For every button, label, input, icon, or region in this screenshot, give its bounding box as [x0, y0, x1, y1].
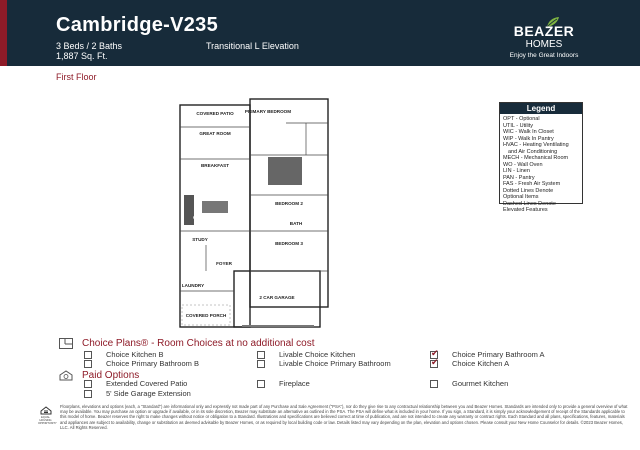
label-study: STUDY — [192, 237, 208, 242]
legend-list: OPT - Optional UTIL - Utility WIC - Walk… — [500, 114, 582, 216]
legend-item: LIN - Linen — [503, 168, 530, 174]
kitchen-counter — [184, 195, 194, 225]
paid-options-heading: Paid Options — [82, 370, 140, 381]
label-bedroom-3: BEDROOM 3 — [275, 241, 303, 246]
checkbox[interactable] — [84, 350, 92, 359]
floor-plan: COVERED PATIO GREAT ROOM BREAKFAST CHOIC… — [179, 98, 329, 328]
legend-item: OPT - Optional — [503, 116, 540, 122]
beds-baths: 3 Beds / 2 Baths — [56, 41, 123, 51]
primary-bath-shade — [268, 157, 302, 185]
brand-subname: HOMES — [525, 39, 563, 50]
floor-label: First Floor — [56, 72, 97, 82]
paid-item-2[interactable]: Gourmet Kitchen — [430, 379, 508, 388]
checkbox[interactable] — [430, 379, 438, 388]
legal-disclaimer: Floorplans, elevations and options (each… — [60, 404, 628, 430]
label-foyer: FOYER — [216, 261, 233, 266]
label-choice-kitchen: CHOICE KITCHEN A — [193, 215, 238, 220]
kitchen-island — [202, 201, 228, 213]
legend-item: WO - Wall Oven — [503, 161, 543, 168]
brand-tagline: Enjoy the Great Indoors — [509, 52, 579, 59]
choice-item-0[interactable]: Choice Kitchen B — [84, 350, 164, 359]
choice-item-3[interactable]: Choice Primary Bathroom B — [84, 359, 199, 368]
checkbox-checked[interactable]: ✔ — [430, 356, 439, 368]
choice-item-1[interactable]: Livable Choice Kitchen — [257, 350, 355, 359]
label-covered-patio: COVERED PATIO — [196, 111, 234, 116]
legend-item: Dotted Lines Denote — [503, 187, 554, 194]
legend-item: WIP - Walk In Pantry — [503, 135, 554, 142]
checkbox[interactable] — [257, 379, 265, 388]
plan-title: Cambridge-V235 — [56, 14, 219, 36]
brand-logo: BEAZER HOMES Enjoy the Great Indoors — [494, 13, 594, 59]
brand-name: BEAZER — [513, 23, 575, 39]
checkmark-icon: ✔ — [431, 356, 439, 367]
choice-item-2[interactable]: ✔Choice Primary Bathroom A — [430, 347, 545, 359]
header-banner: Cambridge-V235 3 Beds / 2 Baths 1,887 Sq… — [0, 0, 640, 66]
label-covered-porch: COVERED PORCH — [186, 313, 227, 318]
legend-item: Optional Items — [503, 194, 539, 200]
choice-plans-heading: Choice Plans® - Room Choices at no addit… — [82, 338, 315, 349]
legend-item: Dashed Lines Denote — [503, 200, 556, 207]
checkbox[interactable] — [84, 379, 92, 388]
choice-item-5[interactable]: ✔Choice Kitchen A — [430, 356, 510, 368]
label-breakfast: BREAKFAST — [201, 163, 229, 168]
checkbox[interactable] — [257, 359, 265, 368]
legend-item: and Air Conditioning — [508, 148, 558, 155]
legend-item: Elevated Features — [503, 207, 548, 213]
label-garage: 2 CAR GARAGE — [259, 295, 294, 300]
checkbox[interactable] — [84, 359, 92, 368]
checkbox[interactable] — [257, 350, 265, 359]
legend-box: Legend OPT - Optional UTIL - Utility WIC… — [499, 102, 583, 213]
checkbox-checked[interactable]: ✔ — [430, 347, 439, 359]
equal-housing-logo: EQUAL HOUSING OPPORTUNITY — [38, 406, 57, 426]
legend-item: PAN - Pantry — [503, 174, 535, 181]
label-laundry: LAUNDRY — [182, 283, 204, 288]
label-primary-bedroom: PRIMARY BEDROOM — [245, 109, 291, 114]
legend-item: MECH - Mechanical Room — [503, 155, 569, 161]
paid-item-3[interactable]: 5' Side Garage Extension — [84, 389, 191, 398]
checkbox[interactable] — [84, 389, 92, 398]
square-footage: 1,887 Sq. Ft. — [56, 51, 108, 61]
legend-item: UTIL - Utility — [503, 122, 534, 129]
label-great-room: GREAT ROOM — [199, 131, 230, 136]
brand-leaf-icon — [546, 17, 559, 28]
choice-item-4[interactable]: Livable Choice Primary Bathroom — [257, 359, 391, 368]
checkmark-icon: ✔ — [431, 347, 439, 358]
legend-item: WIC - Walk In Closet — [503, 129, 554, 135]
right-wing-outline — [249, 98, 329, 308]
equal-housing-icon — [40, 406, 51, 415]
legend-item: FAS - Fresh Air System — [503, 181, 561, 187]
label-bedroom-2: BEDROOM 2 — [275, 201, 303, 206]
paid-item-1[interactable]: Fireplace — [257, 379, 310, 388]
legend-title: Legend — [500, 103, 582, 114]
header-accent-bar — [0, 0, 7, 66]
legend-item: HVAC - Heating Ventilating — [503, 142, 569, 148]
paid-item-0[interactable]: Extended Covered Patio — [84, 379, 187, 388]
elevation-name: Transitional L Elevation — [206, 41, 299, 51]
label-bath: BATH — [290, 221, 303, 226]
floorplan-icon — [59, 338, 73, 349]
home-icon — [59, 370, 73, 381]
equal-housing-label: EQUAL HOUSING OPPORTUNITY — [38, 416, 57, 425]
